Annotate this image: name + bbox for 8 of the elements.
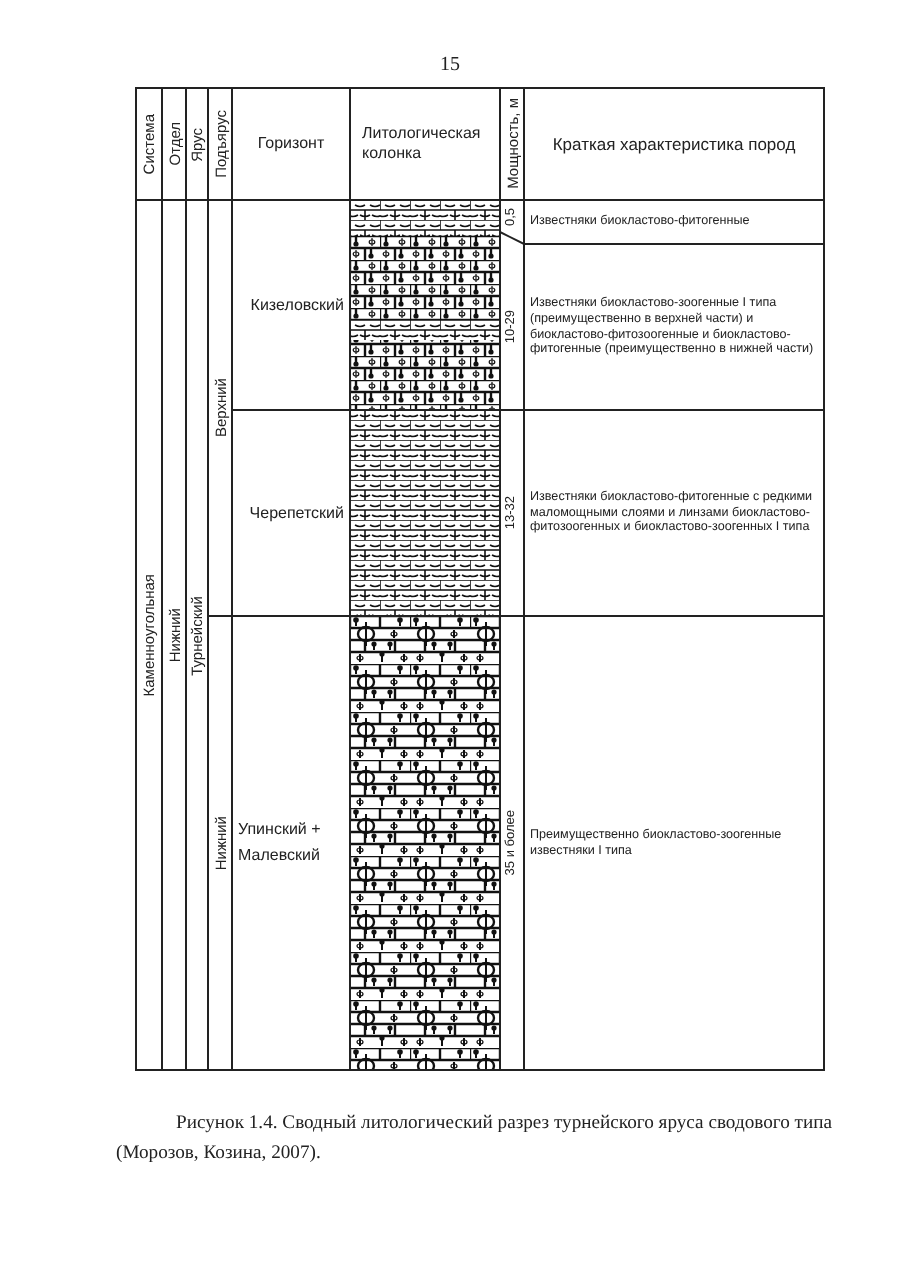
horizon-name: Упинский + Малевский <box>238 817 323 867</box>
page-number: 15 <box>440 54 460 78</box>
horizon-name: Черепетский <box>249 503 344 523</box>
column-header: Краткая характеристика пород <box>552 133 796 155</box>
figure-caption: Рисунок 1.4. Сводный литологический разрез турнейского яруса сводового типа (Морозов, Козина, 2007). <box>116 1110 834 1168</box>
column-header: Горизонт <box>257 134 325 154</box>
horizon-name: Кизеловский <box>250 295 344 315</box>
column-header: Литологическая колонка <box>362 124 483 164</box>
